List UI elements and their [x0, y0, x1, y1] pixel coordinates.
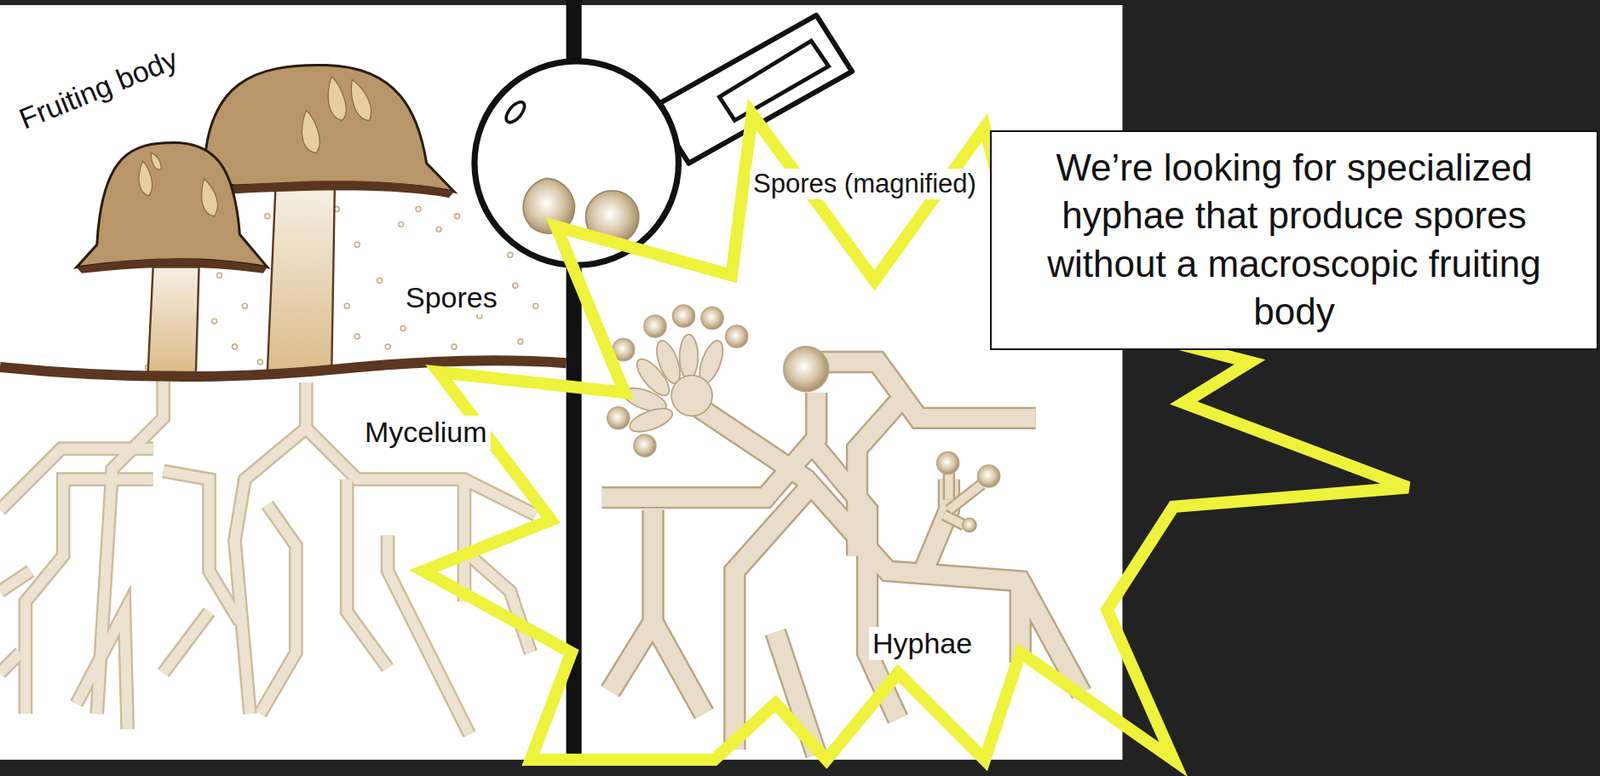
callout-text: We’re looking for specialized hyphae tha… — [1003, 143, 1585, 336]
part-label: Mycelium — [361, 415, 491, 449]
part-label: Hyphae — [869, 627, 976, 661]
part-label: Spores (magnified) — [749, 168, 980, 200]
part-label: Spores — [402, 281, 501, 315]
callout-box: We’re looking for specialized hyphae tha… — [989, 130, 1599, 351]
